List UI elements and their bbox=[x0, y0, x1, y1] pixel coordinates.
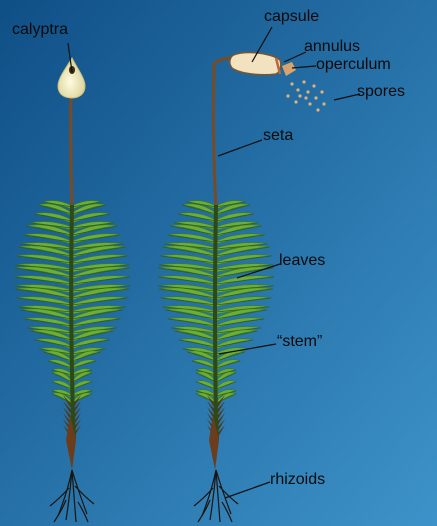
spore bbox=[320, 90, 323, 93]
spore bbox=[286, 94, 289, 97]
spore bbox=[306, 90, 309, 93]
stem-right bbox=[215, 205, 217, 440]
spore bbox=[296, 88, 299, 91]
spore bbox=[294, 100, 297, 103]
label-rhizoids: rhizoids bbox=[270, 472, 325, 488]
spore bbox=[316, 108, 319, 111]
label-spores: spores bbox=[357, 84, 405, 100]
label-stem: “stem” bbox=[277, 334, 322, 350]
label-leaves: leaves bbox=[279, 253, 325, 269]
seta-left bbox=[71, 92, 72, 210]
spore bbox=[322, 102, 325, 105]
label-operculum: operculum bbox=[316, 57, 391, 73]
spore bbox=[290, 82, 293, 85]
spore bbox=[308, 102, 311, 105]
label-annulus: annulus bbox=[304, 39, 360, 55]
spore bbox=[302, 80, 305, 83]
label-seta: seta bbox=[263, 128, 293, 144]
spore bbox=[304, 96, 307, 99]
label-calyptra: calyptra bbox=[12, 22, 68, 38]
label-capsule: capsule bbox=[264, 9, 319, 25]
spore bbox=[298, 94, 301, 97]
spore bbox=[314, 96, 317, 99]
spore bbox=[312, 84, 315, 87]
